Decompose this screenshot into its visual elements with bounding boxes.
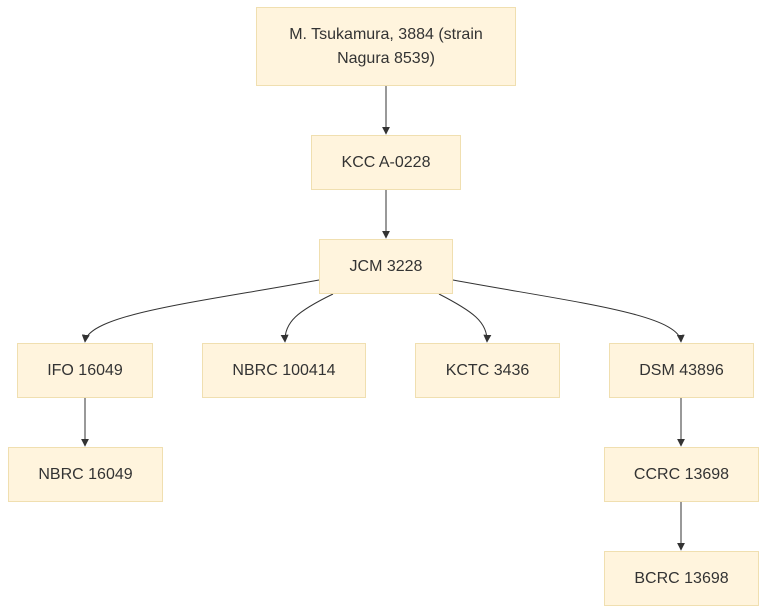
edge-n3-n5: [280, 293, 334, 343]
node-bcrc-13698: BCRC 13698: [604, 551, 759, 606]
node-kcc-a-0228: KCC A-0228: [311, 135, 461, 190]
edge-n3-n7: [452, 279, 685, 343]
node-nbrc-16049: NBRC 16049: [8, 447, 163, 502]
node-label: IFO 16049: [47, 361, 123, 379]
node-label: JCM 3228: [349, 257, 423, 275]
node-label: M. Tsukamura, 3884 (strain Nagura 8539): [289, 25, 483, 67]
node-label: NBRC 100414: [232, 361, 336, 379]
node-label: CCRC 13698: [633, 465, 730, 483]
node-jcm-3228: JCM 3228: [319, 239, 453, 294]
edge-n3-n6: [438, 293, 492, 343]
node-label: BCRC 13698: [634, 569, 729, 587]
node-label: DSM 43896: [639, 361, 724, 379]
node-tsukamura-3884: M. Tsukamura, 3884 (strain Nagura 8539): [256, 7, 516, 86]
node-ccrc-13698: CCRC 13698: [604, 447, 759, 502]
edge-n3-n4: [81, 279, 320, 343]
node-label: KCTC 3436: [445, 361, 530, 379]
node-nbrc-100414: NBRC 100414: [202, 343, 366, 398]
node-kctc-3436: KCTC 3436: [415, 343, 560, 398]
node-label: NBRC 16049: [38, 465, 133, 483]
node-ifo-16049: IFO 16049: [17, 343, 153, 398]
node-dsm-43896: DSM 43896: [609, 343, 754, 398]
node-label: KCC A-0228: [341, 153, 431, 171]
